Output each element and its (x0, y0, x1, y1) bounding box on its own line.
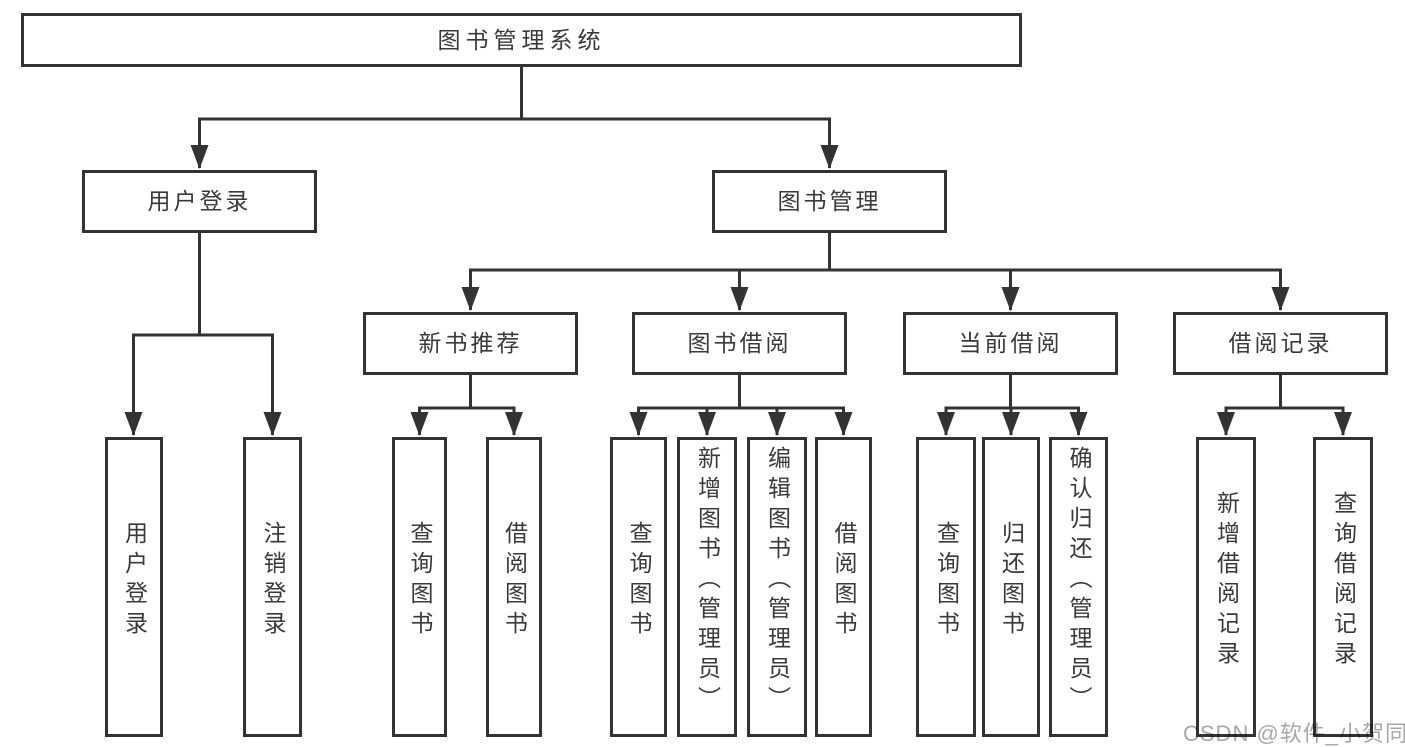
leaf-query-books-recommend: 查询图书 (392, 437, 447, 737)
leaf-user-login: 用户登录 (105, 437, 163, 737)
leaf-query-borrow-record: 查询借阅记录 (1313, 437, 1373, 737)
node-current-borrowing: 当前借阅 (903, 312, 1118, 375)
node-book-borrowing: 图书借阅 (632, 312, 847, 375)
node-library-management-system: 图书管理系统 (21, 13, 1022, 67)
leaf-query-books-current: 查询图书 (916, 437, 976, 737)
node-book-management: 图书管理 (712, 170, 947, 233)
leaf-borrow-books-borrowing: 借阅图书 (815, 437, 872, 737)
leaf-confirm-return-admin: 确认归还（管理员） (1049, 437, 1108, 737)
leaf-borrow-books-recommend: 借阅图书 (486, 437, 542, 737)
leaf-logout: 注销登录 (243, 437, 302, 737)
leaf-query-books-borrowing: 查询图书 (610, 437, 667, 737)
watermark: CSDN @软件_小贺同学 (1183, 721, 1405, 746)
leaf-add-book-admin: 新增图书（管理员） (677, 437, 737, 737)
leaf-add-borrow-record: 新增借阅记录 (1196, 437, 1256, 737)
node-new-book-recommend: 新书推荐 (363, 312, 578, 375)
node-borrowing-records: 借阅记录 (1173, 312, 1388, 375)
leaf-edit-book-admin: 编辑图书（管理员） (747, 437, 807, 737)
node-user-login: 用户登录 (82, 170, 317, 233)
leaf-return-books: 归还图书 (982, 437, 1040, 737)
